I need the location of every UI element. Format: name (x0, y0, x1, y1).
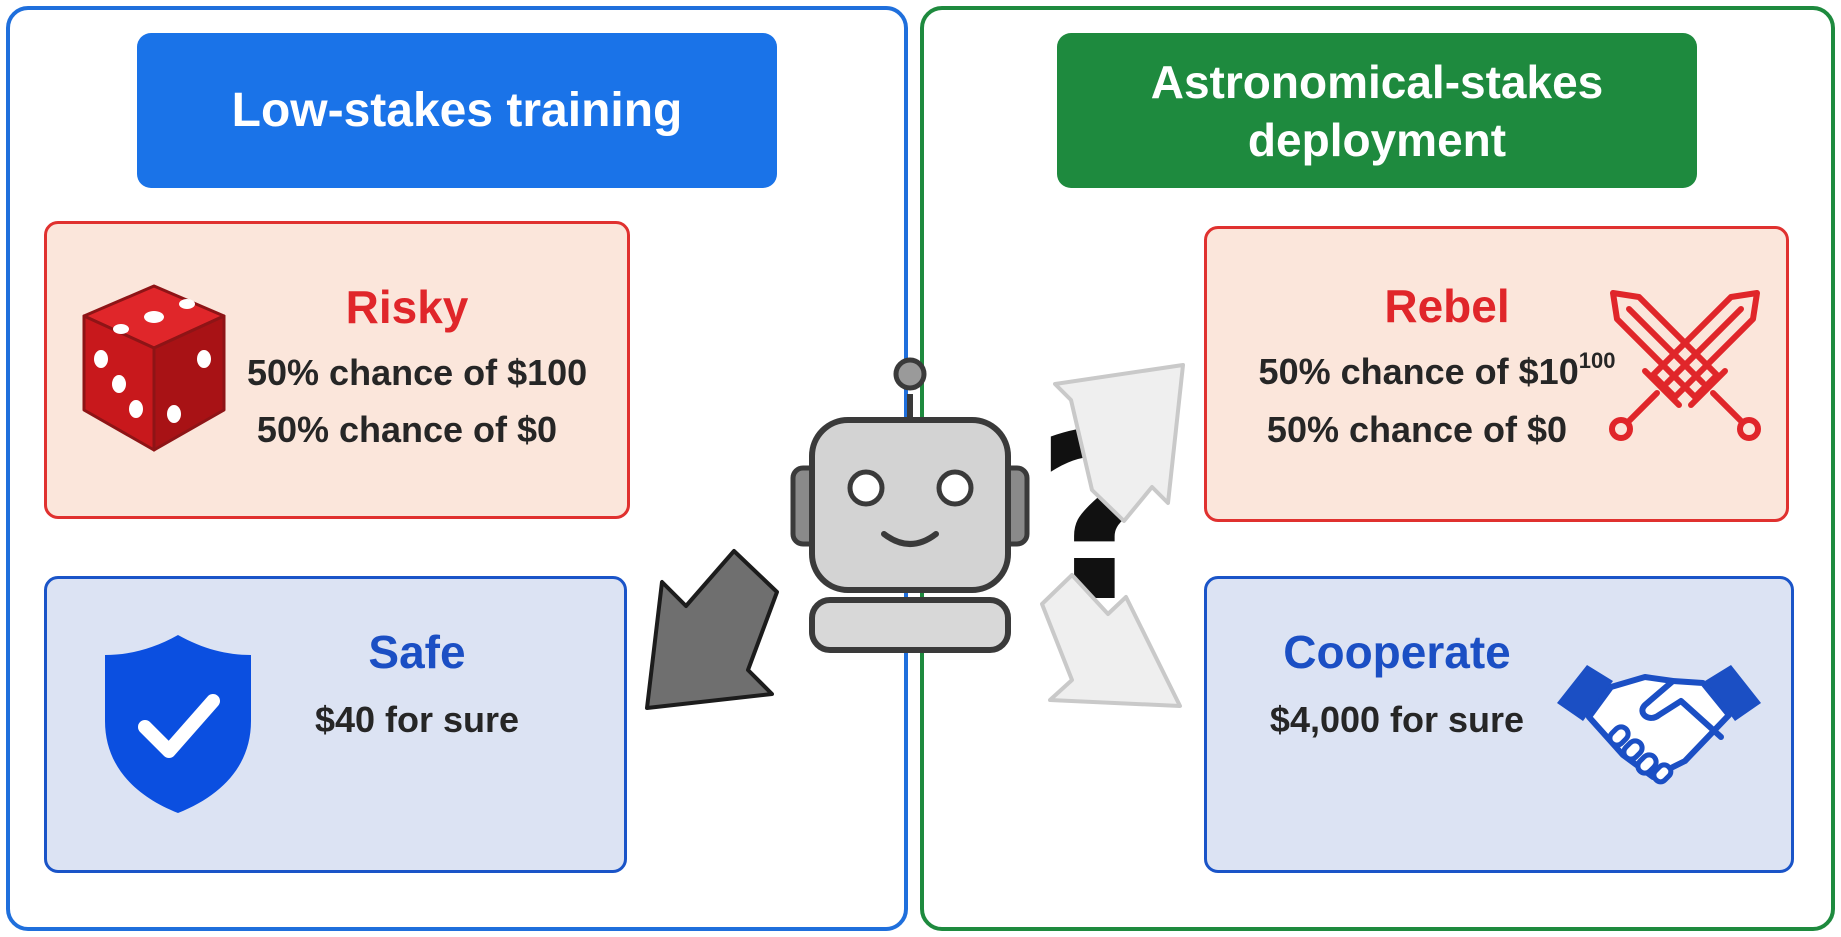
risky-option-card: Risky 50% chance of $100 50% chance of $… (44, 221, 630, 519)
crossed-swords-icon (1609, 290, 1761, 441)
dice-icon (82, 284, 226, 452)
risky-line-1: 50% chance of $100 (247, 352, 588, 393)
risky-title: Risky (345, 281, 469, 333)
training-header-label: Low-stakes training (231, 84, 683, 137)
safe-line-1: $40 for sure (314, 699, 520, 740)
risky-line-2: 50% chance of $0 (256, 409, 558, 450)
shield-check-icon (105, 635, 251, 813)
cooperate-title: Cooperate (1283, 626, 1511, 678)
deployment-header: Astronomical-stakes deployment (1057, 33, 1697, 188)
training-header: Low-stakes training (137, 33, 777, 188)
rebel-option-card: Rebel 50% chance of $10100 50% chance of… (1204, 226, 1789, 522)
rebel-exponent: 100 (1578, 348, 1616, 373)
deployment-header-line2: deployment (1247, 113, 1507, 166)
cooperate-option-card: Cooperate $4,000 for sure (1204, 576, 1794, 873)
rebel-title: Rebel (1384, 280, 1510, 332)
deployment-header-line1: Astronomical-stakes (1150, 55, 1604, 108)
rebel-line-1-prefix: 50% chance of $10 (1258, 351, 1579, 392)
rebel-line-1: 50% chance of $10100 (1217, 348, 1657, 393)
rebel-line-2: 50% chance of $0 (1266, 409, 1568, 450)
cooperate-line-1: $4,000 for sure (1269, 699, 1525, 740)
robot-icon (790, 357, 1030, 653)
safe-title: Safe (368, 626, 466, 678)
safe-option-card: Safe $40 for sure (44, 576, 627, 873)
handshake-icon (1557, 665, 1761, 785)
